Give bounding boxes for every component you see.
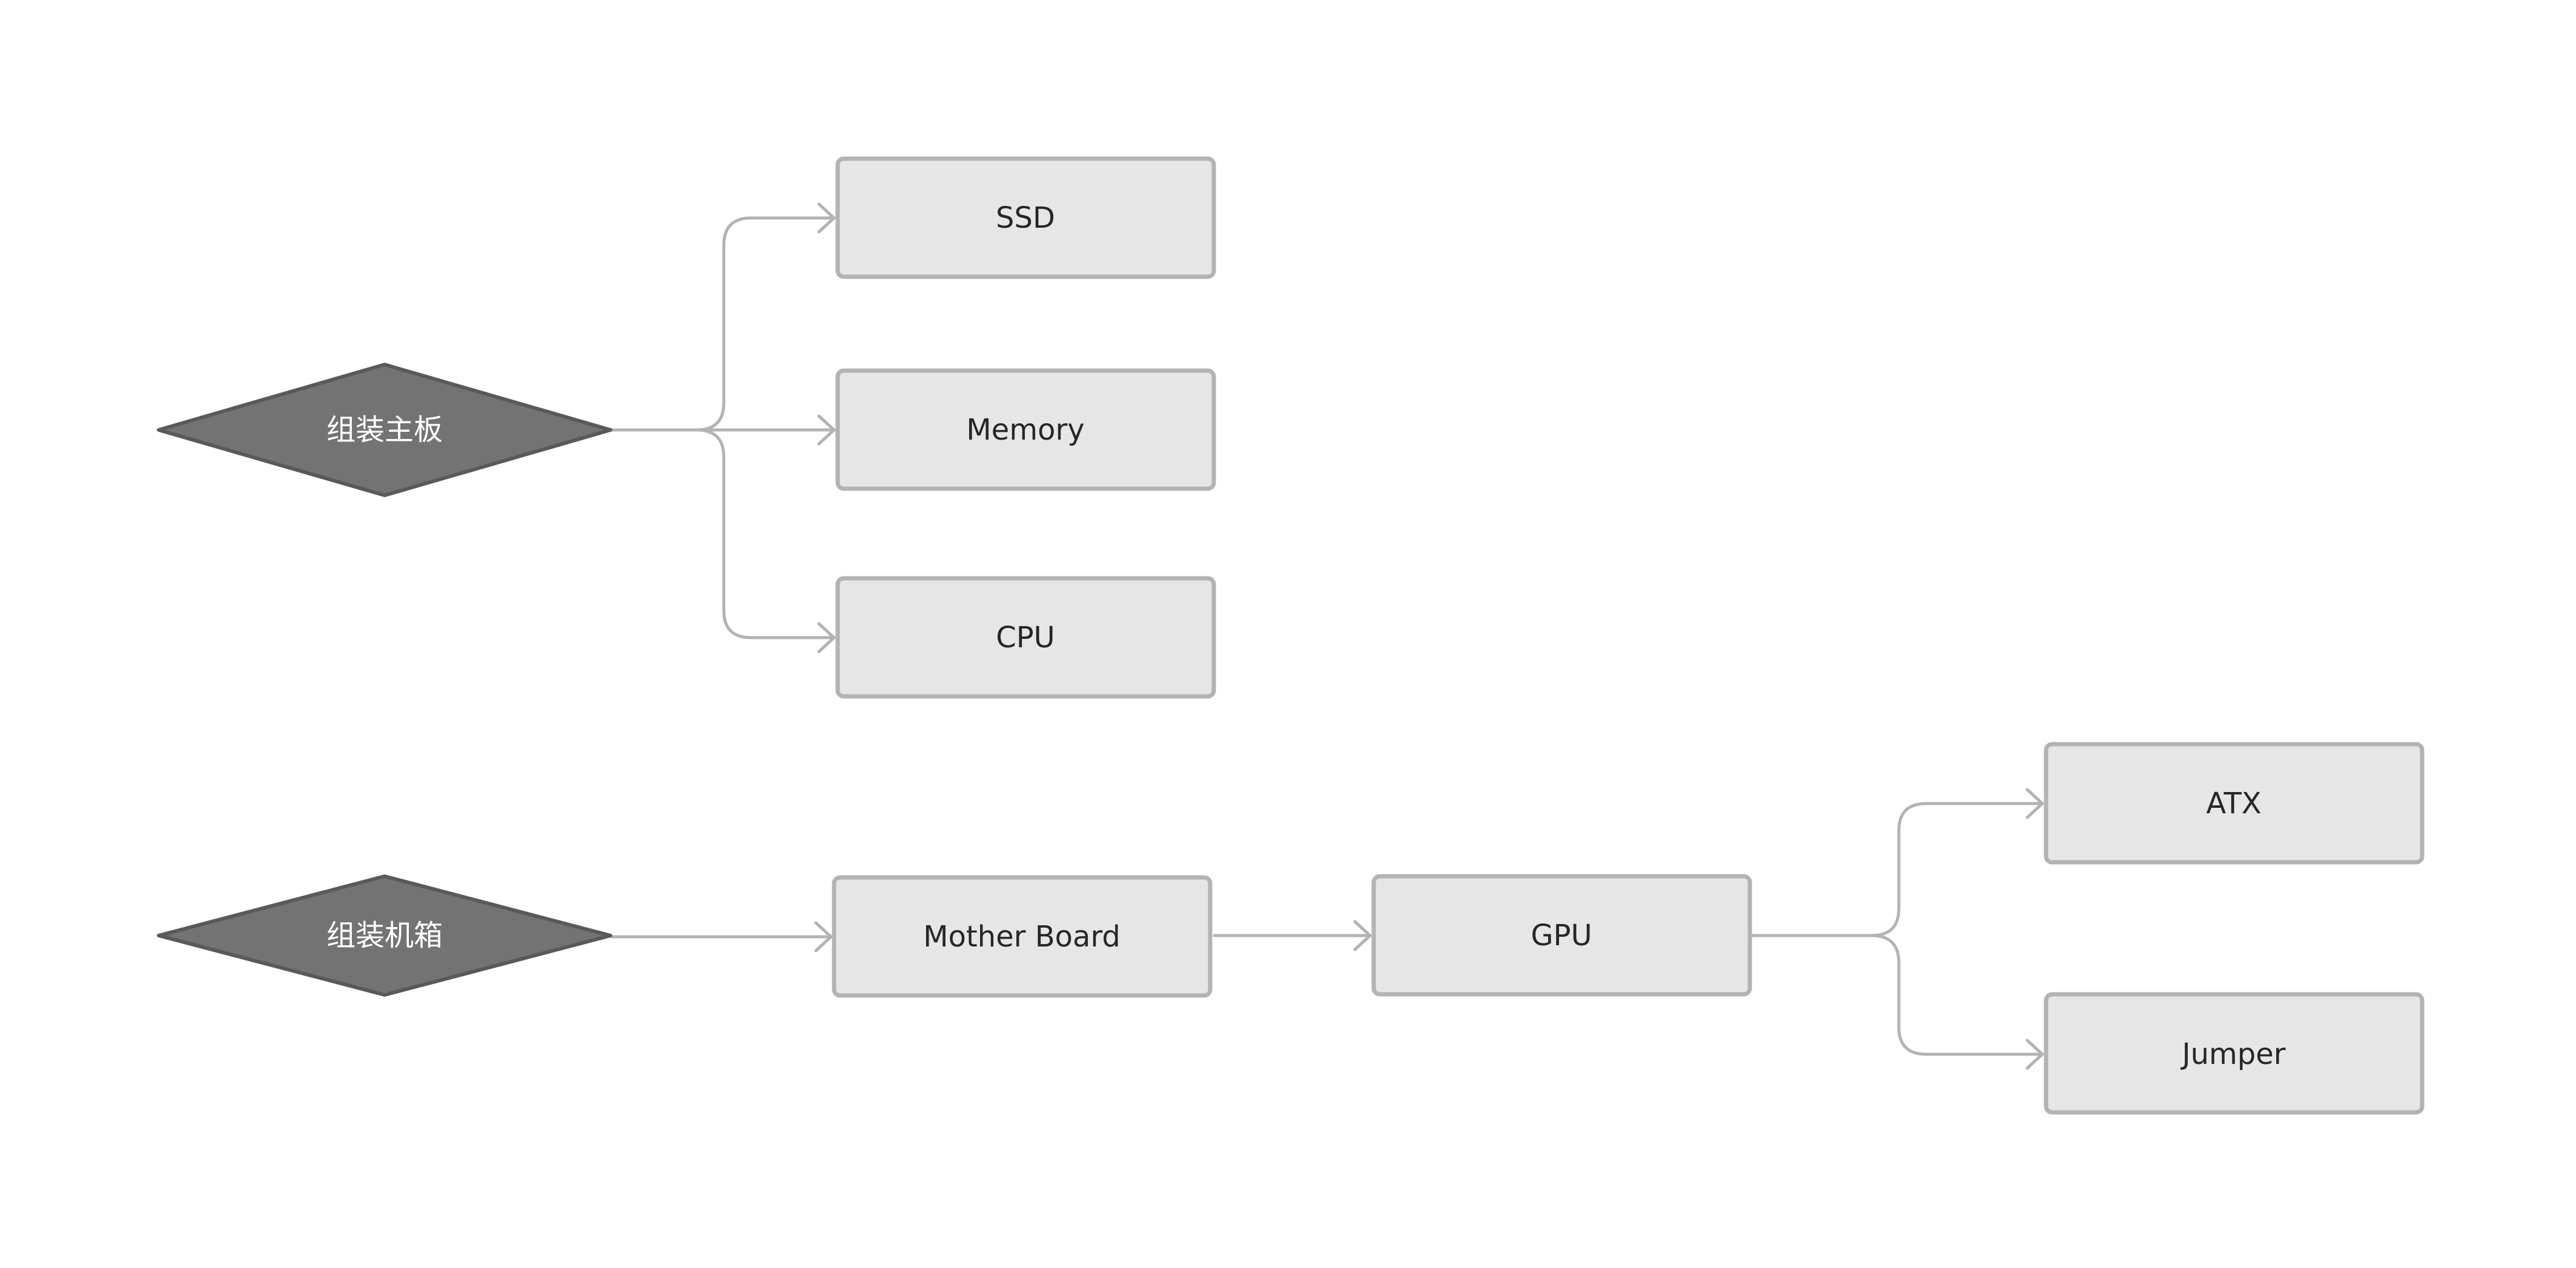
node-box	[832, 875, 1213, 998]
node-ssd[interactable]: SSD	[835, 156, 1216, 279]
node-motherboard[interactable]: Mother Board	[832, 875, 1213, 998]
decision-node-root1[interactable]: 组装主板	[157, 363, 612, 497]
node-label-motherboard: Mother Board	[923, 920, 1121, 954]
edges-group-1	[610, 202, 836, 653]
edge-gpu-jumper	[1749, 934, 2043, 1056]
diamond-shape	[157, 363, 612, 497]
node-box	[835, 368, 1216, 491]
edges-group-2	[610, 788, 2044, 1070]
node-label-gpu: GPU	[1531, 919, 1592, 953]
node-box	[1371, 874, 1752, 997]
arrowhead-cpu	[817, 622, 836, 653]
node-label-jumper: Jumper	[2180, 1037, 2285, 1071]
edge-root1-ssd	[610, 216, 835, 432]
decision-node-root2[interactable]: 组装机箱	[157, 874, 612, 997]
node-box	[835, 156, 1216, 279]
node-memory[interactable]: Memory	[835, 368, 1216, 491]
arrowhead-atx	[2025, 788, 2044, 819]
edge-gpu-atx	[1749, 802, 2043, 937]
node-box	[2044, 742, 2425, 865]
decision-label-root1: 组装主板	[326, 413, 443, 447]
edge-root1-cpu	[610, 428, 835, 639]
arrowhead-memory	[817, 414, 836, 446]
arrowhead-gpu	[1353, 920, 1372, 951]
node-label-cpu: CPU	[996, 621, 1055, 655]
node-box	[835, 576, 1216, 699]
node-box	[2044, 992, 2425, 1115]
arrowhead-motherboard	[814, 921, 833, 953]
arrowhead-jumper	[2025, 1039, 2044, 1070]
decision-label-root2: 组装机箱	[326, 919, 443, 953]
node-jumper[interactable]: Jumper	[2044, 992, 2425, 1115]
arrowhead-ssd	[817, 202, 836, 234]
node-cpu[interactable]: CPU	[835, 576, 1216, 699]
node-label-atx: ATX	[2206, 787, 2261, 821]
node-gpu[interactable]: GPU	[1371, 874, 1752, 997]
node-label-ssd: SSD	[996, 201, 1055, 235]
diamond-shape	[157, 874, 612, 997]
node-atx[interactable]: ATX	[2044, 742, 2425, 865]
node-label-memory: Memory	[966, 413, 1084, 447]
